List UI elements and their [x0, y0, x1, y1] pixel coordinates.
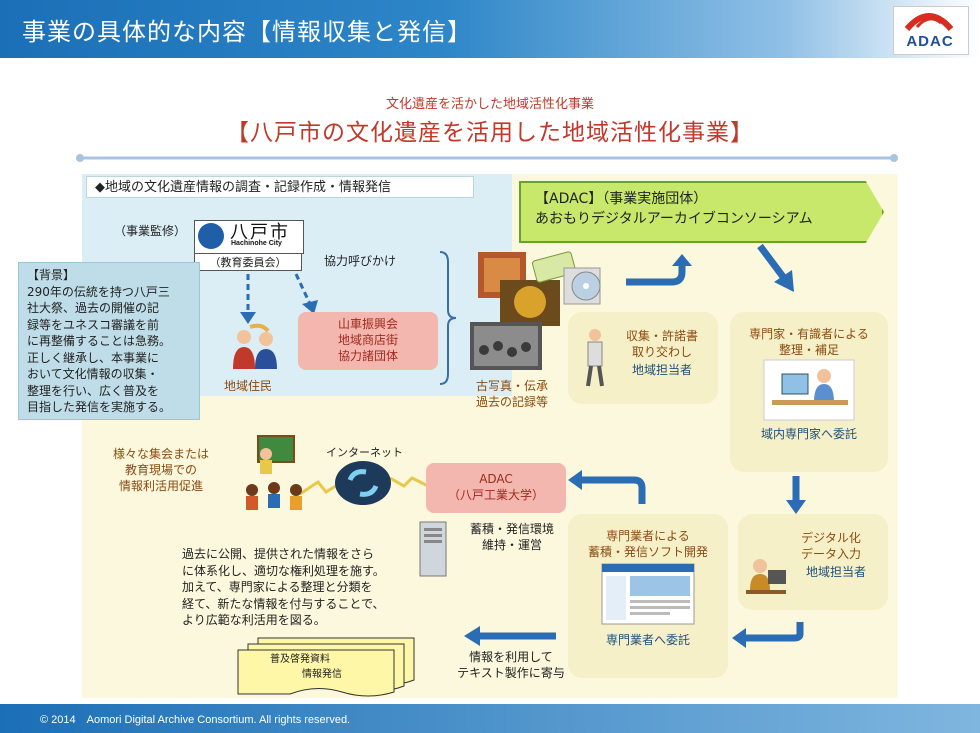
adac-name: ADAC: [479, 472, 513, 486]
organization-role: 【ADAC】（事業実施団体）: [535, 191, 708, 207]
storage-line: 蓄積・発信環境: [469, 522, 554, 536]
experts-label: 専門家・有識者による 整理・補足: [732, 326, 886, 358]
survey-heading: ◆地域の文化遺産情報の調査・記録作成・情報発信: [86, 176, 474, 198]
background-line: 目指した発信を実施する。: [27, 400, 172, 414]
background-line: おいて文化情報の収集・: [27, 367, 159, 381]
group-item: 地域商店街: [337, 333, 398, 347]
experts-line: 整理・補足: [778, 343, 839, 357]
vendor-line: 専門業者による: [606, 529, 690, 543]
title-divider: [76, 154, 898, 162]
vendor-label: 専門業者による 蓄積・発信ソフト開発: [570, 528, 726, 560]
background-line: 社大祭、過去の開催の記: [27, 301, 160, 315]
bracket-icon: [439, 251, 457, 385]
background-box: 【背景】 290年の伝統を持つ八戸三 社大祭、過去の開催の記 録等をユネスコ審議…: [18, 262, 200, 420]
digitize-line: データ入力: [800, 547, 861, 561]
experts-delegate: 域内専門家へ委託: [760, 427, 857, 441]
internet-sync-icon: [335, 461, 391, 505]
photos-label-line: 過去の記録等: [475, 395, 548, 409]
footer-bar: [0, 704, 980, 733]
vendor-line: 蓄積・発信ソフト開発: [587, 545, 708, 559]
city-name-en: Hachinohe City: [231, 240, 282, 247]
logo-arc-icon: [904, 13, 954, 32]
events-line: 情報利活用促進: [118, 479, 203, 493]
organization-box: 【ADAC】（事業実施団体） あおもりデジタルアーカイブコンソーシアム: [519, 181, 884, 243]
residents-icon: [233, 323, 277, 369]
future-line: 経て、新たな情報を付与することで、: [182, 596, 385, 611]
cooperation-call-label: 協力呼びかけ: [324, 254, 397, 268]
digitize-label: デジタル化 データ入力: [776, 530, 886, 562]
expert-at-desk-icon: [763, 359, 855, 421]
events-line: 教育現場での: [124, 463, 197, 477]
digitize-person: 地域担当者: [805, 565, 866, 579]
dashed-arrows: [240, 273, 318, 324]
organization-name: あおもりデジタルアーカイブコンソーシアム: [535, 211, 813, 227]
collect-person: 地域担当者: [631, 363, 692, 377]
logo-text: ADAC: [906, 33, 954, 50]
documents-icon: [237, 637, 415, 697]
residents-label: 地域住民: [224, 379, 273, 393]
future-line: より広範な利活用を図る。: [182, 613, 326, 627]
vendor-delegate: 専門業者へ委託: [605, 633, 690, 647]
city-emblem-icon: [198, 223, 224, 249]
future-line: 過去に公開、提供された情報をさら: [182, 547, 375, 561]
group-item: 山車振興会: [337, 317, 398, 331]
data-entry-icon: [746, 559, 786, 594]
internet-label: インターネット: [326, 446, 403, 459]
collect-line: 取り交わし: [631, 345, 692, 359]
media-icon: [532, 251, 601, 305]
text-prod-line: テキスト製作に寄与: [457, 666, 565, 680]
subtitle: 文化遺産を活かした地域活性化事業: [385, 97, 594, 112]
group-item: 協力諸団体: [337, 349, 398, 363]
collect-line: 収集・許諾書: [625, 329, 698, 343]
background-heading: 【背景】: [27, 268, 76, 282]
text-prod-line: 情報を利用して: [469, 650, 553, 664]
papers-line: 情報発信: [302, 669, 342, 680]
website-screenshot-icon: [601, 563, 695, 625]
background-line: 290年の伝統を持つ八戸三: [27, 284, 170, 299]
background-line: 整理を行い、広く普及を: [27, 383, 160, 398]
adac-affiliation: （八戸工業大学）: [447, 488, 544, 502]
page-title: 事業の具体的な内容【情報収集と発信】: [22, 18, 472, 46]
background-line: 正しく継承し、本事業に: [27, 350, 160, 365]
text-production-label: 情報を利用して テキスト製作に寄与: [436, 649, 586, 681]
background-line: に再整備することは急務。: [27, 334, 172, 348]
supervision-label: （事業監修）: [114, 224, 187, 238]
papers-label: 普及啓発資料 情報発信: [262, 652, 382, 682]
adac-box: ADAC （八戸工業大学）: [426, 463, 566, 513]
header-bar: [0, 0, 980, 58]
city-name: 八戸市: [230, 222, 290, 243]
events-line: 様々な集会または: [112, 447, 209, 461]
main-title: 【八戸市の文化遺産を活用した地域活性化事業】: [226, 120, 754, 146]
experts-line: 専門家・有識者による: [749, 327, 869, 341]
future-description: 過去に公開、提供された情報をさら に体系化し、適切な権利処理を施す。 加えて、専…: [182, 546, 432, 629]
photos-label-line: 古写真・伝承: [475, 379, 548, 393]
storage-label: 蓄積・発信環境 維持・運営: [462, 521, 562, 553]
background-line: 録等をユネスコ審議を前: [27, 317, 160, 332]
board-label: （教育委員会）: [194, 253, 302, 271]
events-label: 様々な集会または 教育現場での 情報利活用促進: [96, 446, 226, 494]
papers-line: 普及啓発資料: [270, 654, 330, 665]
storage-line: 維持・運営: [481, 538, 542, 552]
server-icon: [419, 521, 447, 577]
groups-box: 山車振興会 地域商店街 協力諸団体: [298, 312, 438, 370]
digitize-line: デジタル化: [801, 531, 861, 545]
future-line: に体系化し、適切な権利処理を施す。: [182, 563, 385, 578]
future-line: 加えて、専門家による整理と分類を: [182, 580, 373, 594]
classroom-icon: [246, 435, 302, 510]
photos-label: 古写真・伝承 過去の記録等: [462, 378, 562, 410]
collect-label: 収集・許諾書 取り交わし: [610, 328, 714, 360]
archive-photos: [470, 252, 560, 370]
staff-person-icon: [586, 329, 604, 387]
copyright: © 2014 Aomori Digital Archive Consortium…: [40, 714, 351, 726]
